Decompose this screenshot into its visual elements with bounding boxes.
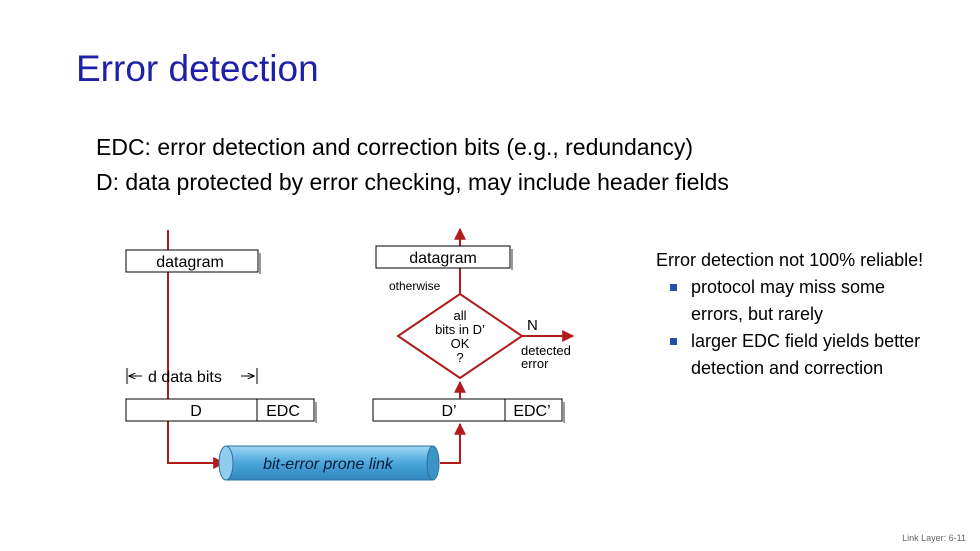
square-bullet-icon (670, 338, 677, 345)
no-branch-label: N (527, 317, 538, 334)
link-label: bit-error prone link (263, 456, 394, 473)
sender-edc-label: EDC (266, 403, 300, 420)
reliability-heading: Error detection not 100% reliable! (656, 250, 924, 270)
link-cylinder-end-right (426, 445, 440, 481)
slide-title: Error detection (76, 48, 319, 89)
bullet-text: larger EDC field yields better detection… (691, 331, 921, 378)
receiver-d-label: D’ (441, 403, 456, 420)
definition-d: D: data protected by error checking, may… (96, 169, 729, 195)
receiver-datagram-label: datagram (409, 250, 477, 267)
decision-diamond (396, 292, 524, 380)
decision-line-2: bits in D’ (435, 322, 485, 337)
decision-line-1: all (453, 308, 466, 323)
bullet-text: protocol may miss some errors, but rarel… (691, 277, 886, 324)
definition-edc: EDC: error detection and correction bits… (96, 134, 694, 160)
definitions: EDC: error detection and correction bits… (96, 130, 729, 200)
receiver-edc-label: EDC’ (513, 403, 550, 420)
reliability-note: Error detection not 100% reliable! proto… (656, 247, 936, 382)
data-bits-label: d data bits (148, 369, 222, 386)
receiver-frame-box (372, 398, 563, 422)
error-label: error (521, 356, 549, 371)
link-to-receiver-line (440, 422, 466, 464)
square-bullet-icon (670, 284, 677, 291)
sender-datagram-box (125, 249, 259, 273)
otherwise-label: otherwise (389, 279, 441, 293)
link-cylinder-end-left (218, 445, 234, 481)
sender-d-label: D (190, 403, 202, 420)
sender-datagram-label: datagram (156, 254, 224, 271)
detected-label: detected (521, 343, 571, 358)
bullet-item: larger EDC field yields better detection… (656, 328, 936, 382)
slide-footer: Link Layer: 6-11 (902, 533, 966, 543)
decision-line-3: OK (451, 336, 470, 351)
reliability-bullets: protocol may miss some errors, but rarel… (656, 274, 936, 382)
bullet-item: protocol may miss some errors, but rarel… (656, 274, 936, 328)
receiver-datagram-box (375, 245, 511, 269)
sender-frame-box (125, 398, 315, 422)
decision-line-4: ? (456, 350, 463, 365)
